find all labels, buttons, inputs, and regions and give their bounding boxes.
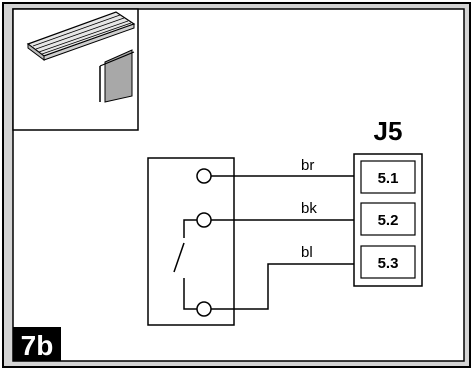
terminal-5-1 (360, 160, 416, 194)
switch-housing (147, 157, 235, 326)
switch-contact-bottom (196, 301, 212, 317)
terminal-5-3 (360, 245, 416, 279)
wire-label-br: br (301, 157, 314, 174)
figure-label-box (13, 327, 61, 361)
switch-mechanism (173, 219, 197, 310)
terminal-5-2 (360, 202, 416, 236)
switch-contact-top (196, 168, 212, 184)
terminal-label-5-3: 5.3 (378, 255, 399, 272)
figure-label: 7b (21, 330, 54, 361)
switch-contact-middle (196, 212, 212, 228)
wires (211, 175, 354, 310)
illustration-wall (104, 49, 133, 103)
wire-bl (211, 263, 354, 310)
connector-title: J5 (374, 116, 403, 146)
wire-label-bk: bk (301, 200, 317, 217)
terminal-label-5-2: 5.2 (378, 212, 399, 229)
terminal-label-5-1: 5.1 (378, 170, 399, 187)
door-illustration (12, 8, 139, 131)
wire-label-bl: bl (301, 244, 313, 261)
connector-j5: J5 5.1 5.2 5.3 (353, 116, 423, 287)
